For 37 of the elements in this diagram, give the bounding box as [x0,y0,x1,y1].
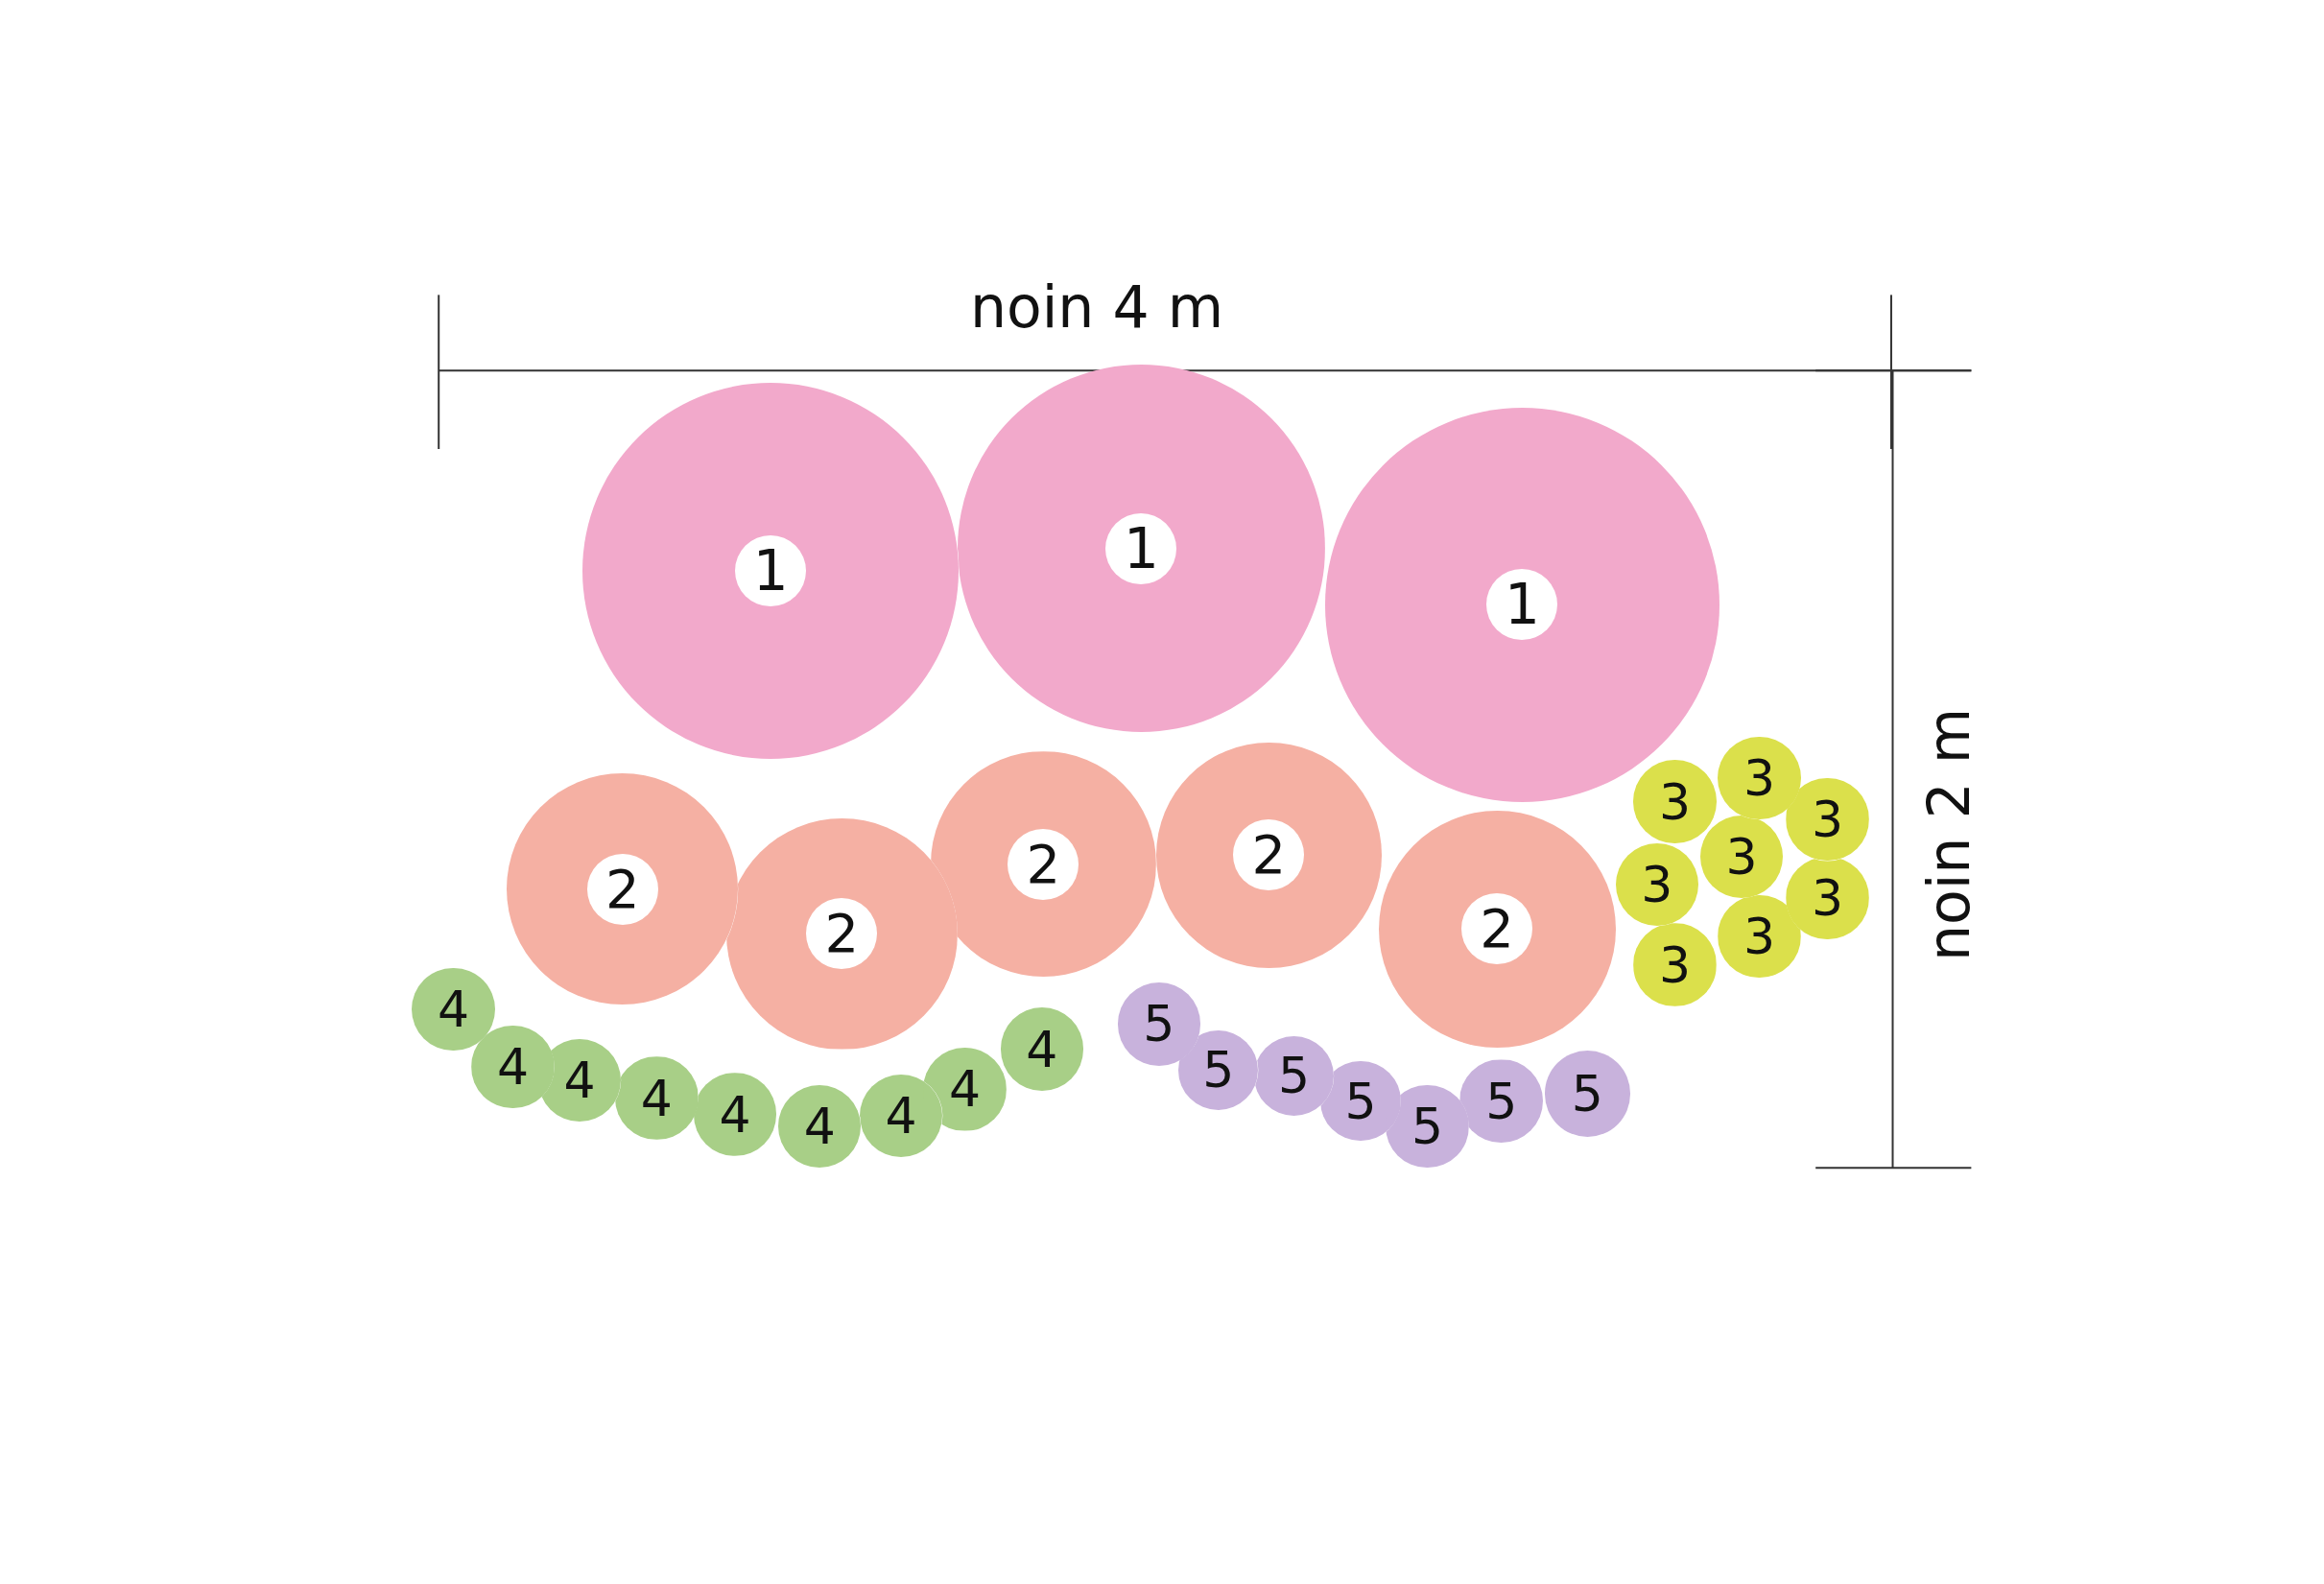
plant-number: 2 [1008,828,1079,900]
plant-number: 5 [1202,1045,1235,1096]
plant-number: 3 [1743,911,1776,962]
plant-number: 5 [1571,1068,1603,1119]
plant-number: 4 [885,1091,917,1142]
plant-number: 4 [1026,1024,1058,1075]
plant-number: 2 [1461,893,1533,965]
plant-number: 5 [1277,1051,1310,1101]
plant-number: 3 [1641,860,1673,910]
plant-number: 4 [719,1089,751,1140]
plant-circle [1615,842,1699,927]
plant-number: 1 [1105,512,1177,584]
plant-number: 5 [1344,1076,1377,1126]
plant-number: 1 [735,534,807,606]
plant-number: 4 [438,983,470,1034]
plant-number: 5 [1485,1076,1518,1126]
plant-number: 3 [1658,939,1691,990]
plant-number: 4 [949,1064,982,1115]
plant-number: 4 [496,1042,529,1093]
plant-circle [1633,760,1717,843]
plant-number: 3 [1725,831,1758,882]
plant-number: 4 [803,1100,836,1151]
dimension-label: noin 4 m [969,277,1224,336]
plant-number: 2 [586,853,658,925]
plant-number: 5 [1143,999,1175,1050]
plant-number: 3 [1812,794,1844,845]
plant-number: 3 [1812,873,1844,924]
plant-number: 4 [563,1055,596,1106]
plant-number: 1 [1486,569,1558,641]
plant-number: 3 [1658,776,1691,827]
plant-number: 4 [640,1073,673,1123]
plant-number: 2 [806,898,878,970]
plant-number: 3 [1743,752,1776,803]
dimension-label: noin 2 m [1920,707,1979,961]
plant-number: 5 [1411,1100,1444,1151]
plant-circle [1699,815,1784,899]
plant-number: 2 [1233,819,1305,891]
